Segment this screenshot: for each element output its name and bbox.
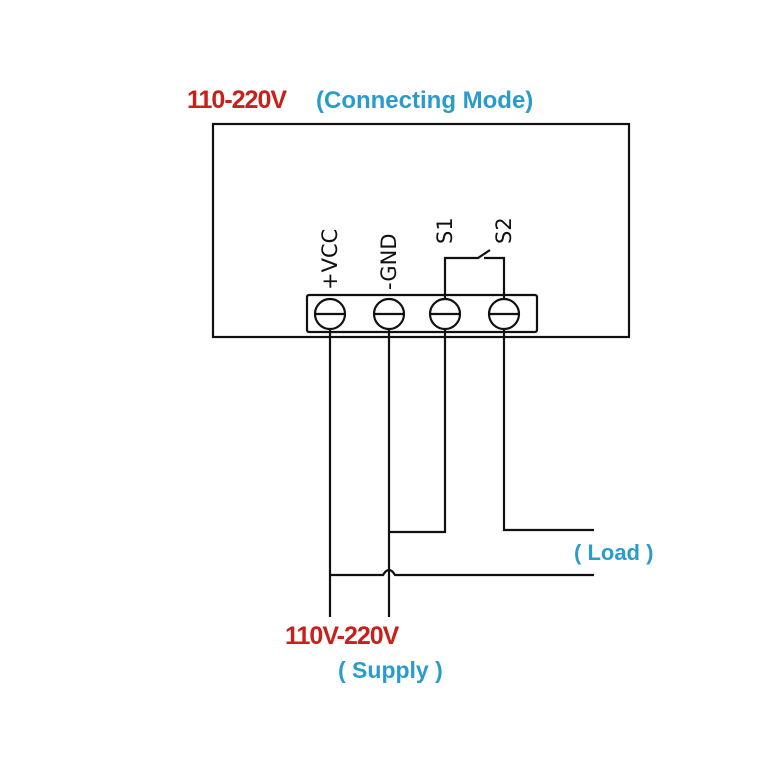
terminal-strip (305, 293, 539, 334)
switch-contact (443, 249, 506, 298)
terminal-label-vcc: +VCC (318, 229, 342, 290)
load-label: ( Load ) (574, 540, 653, 565)
screw-icon (313, 297, 347, 331)
terminal-screws (313, 297, 521, 331)
terminal-labels: +VCC -GND S1 S2 (318, 217, 516, 290)
title-mode: (Connecting Mode) (316, 87, 533, 114)
terminal-label-s2: S2 (492, 217, 516, 244)
wires (328, 329, 594, 617)
module-box (211, 122, 631, 339)
title-voltage: 110-220V (187, 86, 287, 114)
screw-icon (428, 297, 462, 331)
terminal-label-gnd: -GND (377, 234, 401, 291)
screw-icon (487, 297, 521, 331)
terminal-label-s1: S1 (433, 217, 457, 244)
supply-voltage: 110V-220V (285, 622, 400, 650)
screw-icon (372, 297, 406, 331)
supply-label: ( Supply ) (338, 657, 443, 683)
